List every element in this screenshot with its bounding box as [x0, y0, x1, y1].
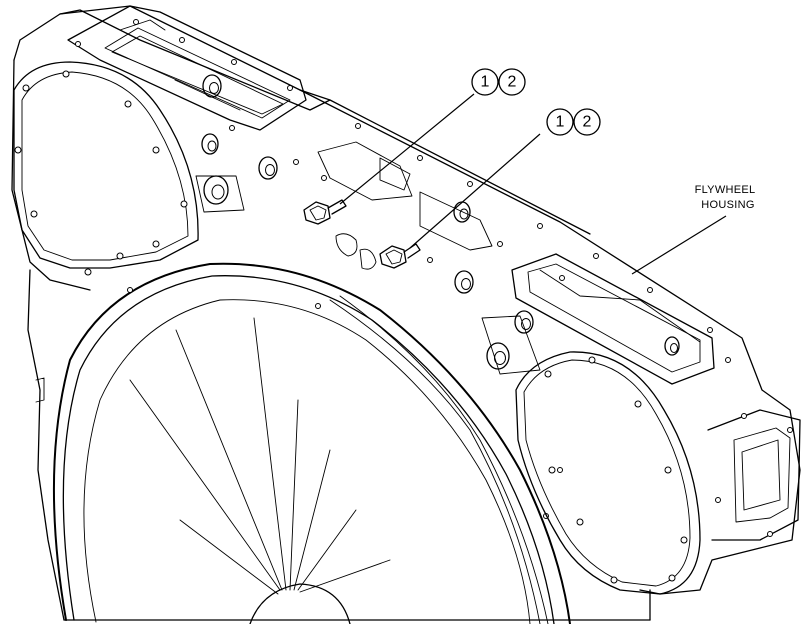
flywheel-opening [52, 262, 651, 624]
callout-leader-lower [409, 133, 541, 249]
right-side-face [707, 409, 801, 541]
top-cover [67, 5, 307, 131]
callout-number: 2 [508, 74, 517, 91]
middle-cavities [317, 141, 493, 270]
callout-circle [498, 68, 526, 96]
flywheel-spokes [129, 317, 391, 624]
label-line-2: HOUSING [701, 199, 754, 211]
bolt-bosses [195, 74, 541, 375]
label-leader [631, 215, 727, 275]
flange-holes [75, 19, 731, 363]
callout-number: 1 [556, 114, 565, 131]
callout-circle [573, 108, 601, 136]
callout-circle [471, 68, 499, 96]
bolt-upper [303, 199, 347, 225]
right-circular-cover [515, 351, 701, 595]
callout-circle [546, 108, 574, 136]
callout-number: 2 [583, 114, 592, 131]
housing-outline [11, 5, 801, 621]
callout-group-a: 1 2 [471, 68, 526, 96]
callout-group-b: 1 2 [546, 108, 601, 136]
flywheel-housing-label: FLYWHEEL HOUSING [695, 184, 756, 211]
callout-number: 1 [481, 74, 490, 91]
callout-leader-upper [339, 93, 475, 205]
left-circular-cover [13, 61, 199, 276]
label-line-1: FLYWHEEL [695, 184, 756, 196]
right-window [511, 253, 715, 385]
bolt-lower [379, 243, 421, 269]
